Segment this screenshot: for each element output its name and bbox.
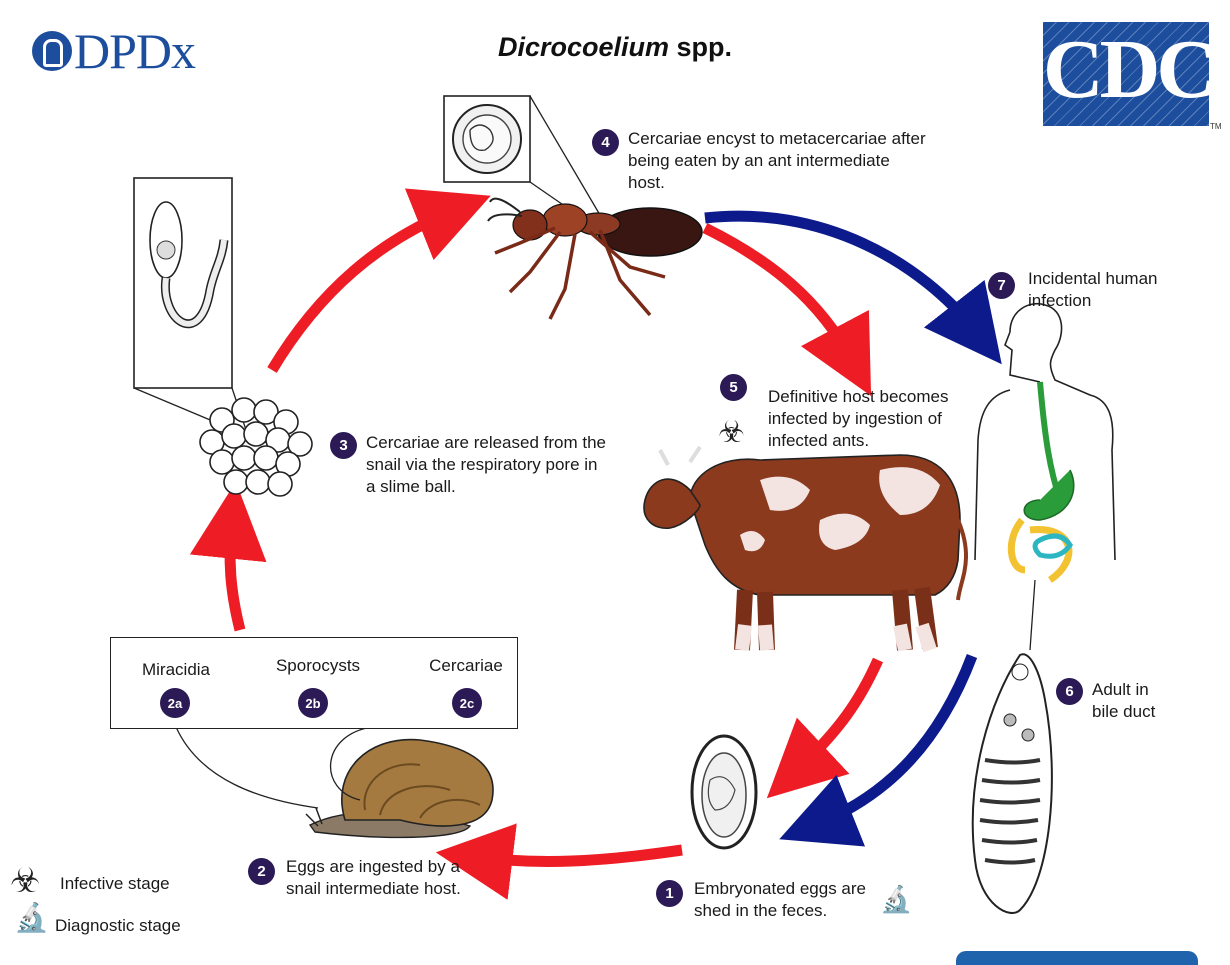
step-5-text: Definitive host becomes infected by inge… (768, 387, 949, 450)
step-4-badge: 4 (592, 129, 619, 156)
step-3-badge: 3 (330, 432, 357, 459)
step-6-badge: 6 (1056, 678, 1083, 705)
cdc-trademark: TM (1210, 122, 1222, 131)
legend-diagnostic-stage: Diagnostic stage (55, 916, 181, 935)
snail-illustration (305, 738, 494, 839)
diagram-title: Dicrocoelium spp. (0, 32, 1230, 63)
arrow-ant-to-human (704, 210, 1002, 365)
step-5-badge: 5 (720, 374, 747, 401)
microscope-logo-icon (32, 31, 72, 71)
stage-2b-badge: 2b (298, 688, 328, 718)
step-4-text: Cercariae encyst to metacercariae after … (628, 129, 926, 192)
biohazard-icon: ☣ (718, 416, 745, 449)
stage-label-miracidia: Miracidia (141, 660, 211, 679)
dpdx-logo[interactable]: DPDx (32, 23, 196, 79)
human-body-illustration (974, 303, 1116, 651)
ant-illustration (487, 197, 703, 320)
title-genus: Dicrocoelium (497, 32, 670, 62)
stage-label-sporocysts: Sporocysts (275, 656, 361, 675)
slime-ball-illustration (199, 397, 313, 497)
arrow-cow-to-egg (766, 657, 884, 799)
cow-illustration (643, 445, 968, 653)
arrow-egg-to-snail (435, 823, 683, 900)
step-7-text: Incidental human infection (1028, 269, 1158, 310)
microscope-icon: 🔬 (880, 884, 913, 914)
step-6-text: Adult in bile duct (1092, 680, 1156, 721)
cercaria-inset-box (133, 177, 233, 389)
step-2-badge: 2 (248, 858, 275, 885)
arrow-human-to-egg (779, 654, 978, 847)
legend-biohazard-icon: ☣ (10, 862, 41, 900)
arrow-slimeball-to-ant (267, 188, 491, 373)
step-2-text: Eggs are ingested by a snail intermediat… (286, 857, 461, 898)
step-1-text: Embryonated eggs are shed in the feces. (694, 879, 866, 920)
stage-label-cercariae: Cercariae (429, 656, 503, 675)
adult-fluke-illustration (971, 653, 1053, 914)
arrow-ant-to-cow (702, 223, 872, 396)
dpdx-logo-text: DPDx (74, 23, 196, 79)
arrow-snail-to-slimeball (189, 481, 267, 632)
stage-2a-badge: 2a (160, 688, 190, 718)
cdc-logo[interactable]: CDC (1043, 22, 1209, 126)
stage-2c-badge: 2c (452, 688, 482, 718)
legend-infective-stage: Infective stage (60, 874, 170, 893)
legend-microscope-icon: 🔬 (14, 902, 49, 933)
step-3-text: Cercariae are released from the snail vi… (366, 433, 607, 496)
step-1-badge: 1 (656, 880, 683, 907)
step-7-badge: 7 (988, 272, 1015, 299)
cdc-logo-text: CDC (1043, 23, 1209, 116)
title-species: spp. (669, 32, 733, 62)
bottom-button-partial[interactable] (956, 951, 1198, 965)
